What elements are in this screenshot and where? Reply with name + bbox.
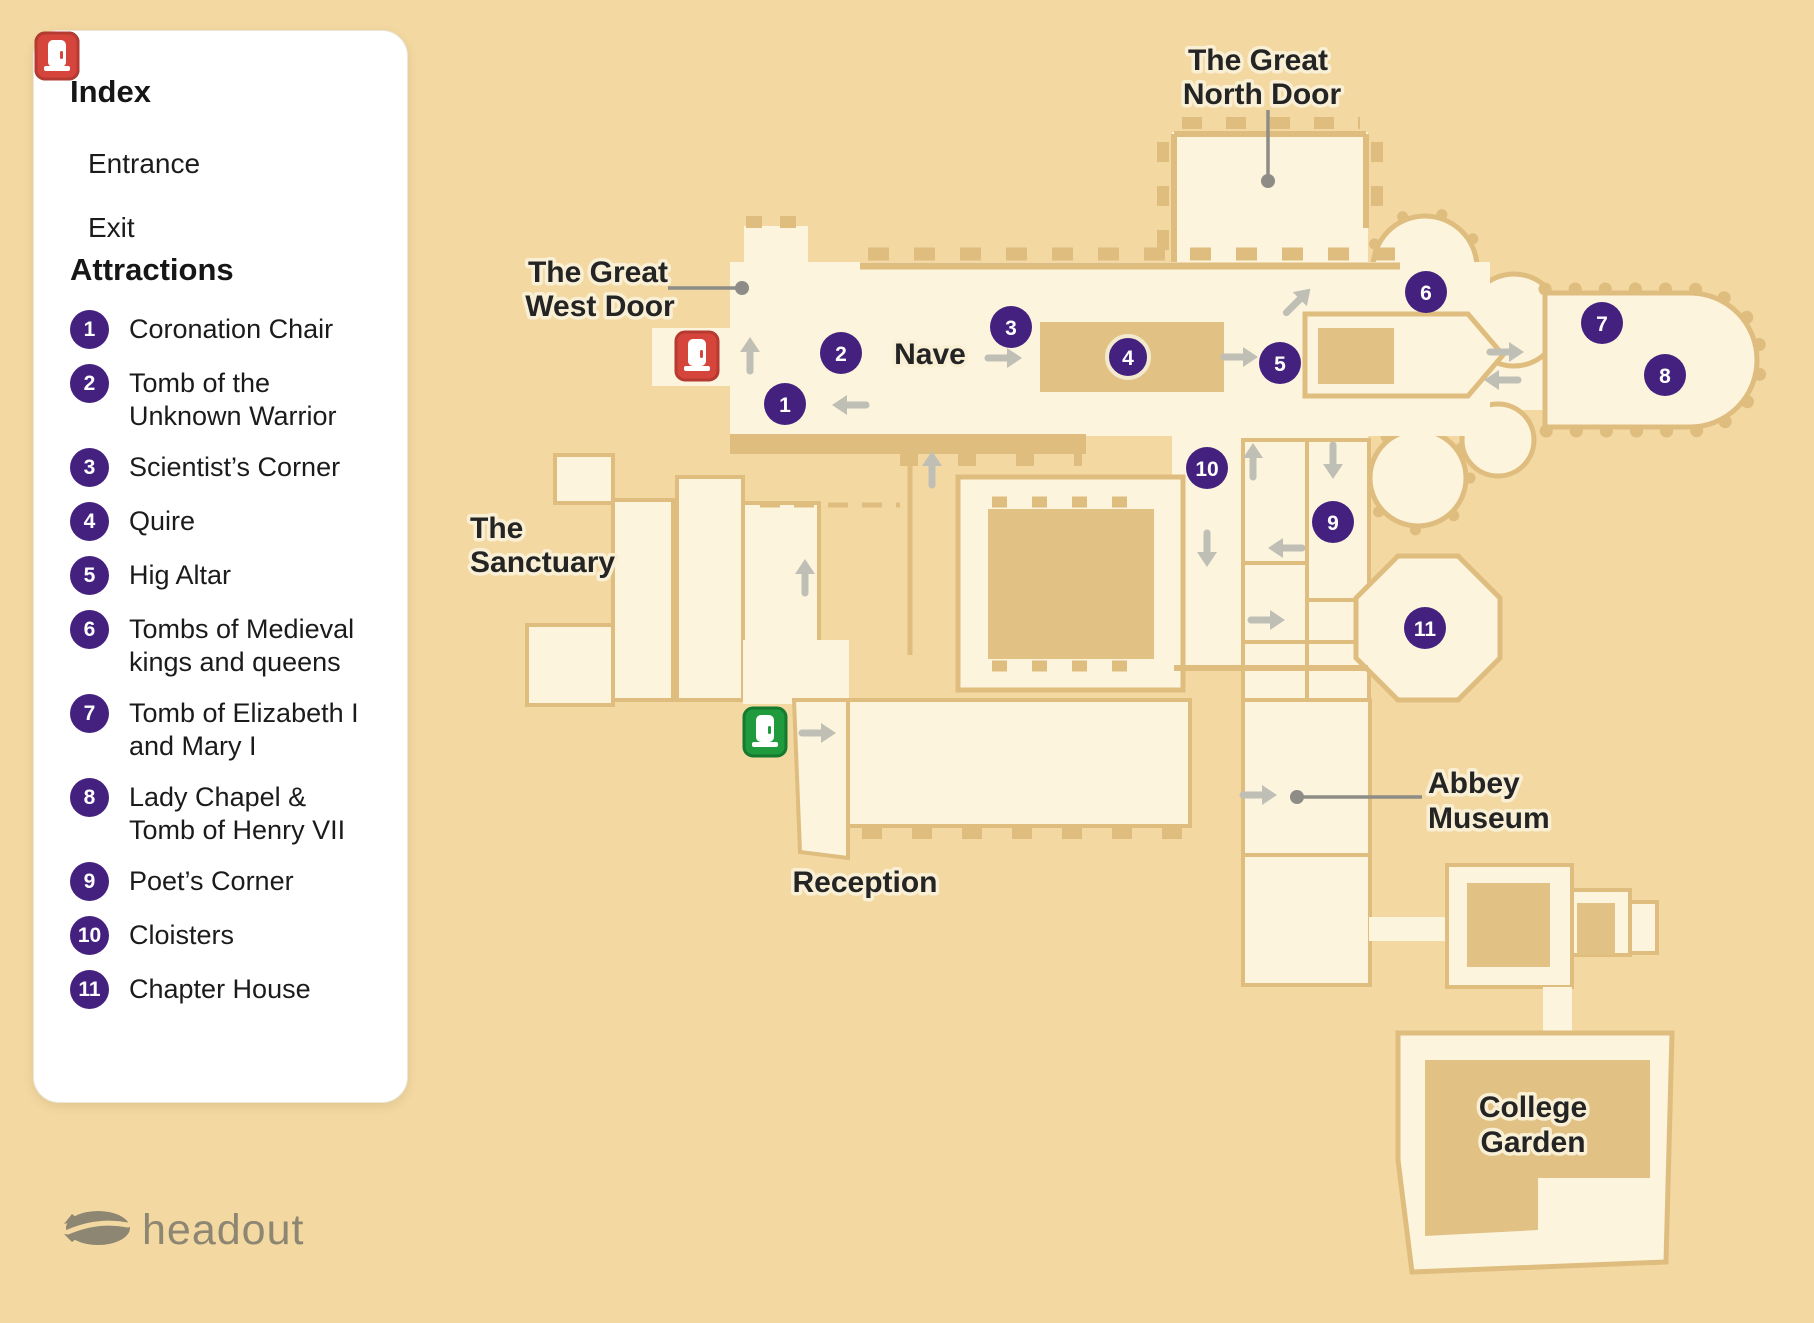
abbey-museum-label: Abbey: [1428, 767, 1520, 800]
map-marker-1: 1: [764, 383, 806, 425]
headout-logo: headout: [64, 1206, 304, 1254]
svg-text:West Door: West Door: [525, 290, 675, 323]
map-marker-6: 6: [1405, 271, 1447, 313]
attraction-item: 11 Chapter House: [70, 970, 371, 1009]
attraction-label: Tomb of Elizabeth I and Mary I: [129, 698, 359, 761]
map-marker-11: 11: [1404, 607, 1446, 649]
svg-text:9: 9: [1327, 512, 1339, 535]
map-marker-4: 4: [1105, 334, 1151, 380]
map-marker-8: 8: [1644, 354, 1686, 396]
attraction-item: 9 Poet’s Corner: [70, 862, 371, 901]
svg-text:headout: headout: [142, 1206, 304, 1254]
map-marker-7: 7: [1581, 302, 1623, 344]
svg-text:5: 5: [1274, 353, 1286, 376]
svg-text:Garden: Garden: [1480, 1126, 1585, 1159]
attraction-label: Cloisters: [129, 920, 235, 950]
leader-lines: [668, 110, 1422, 804]
attraction-label: Tomb of the Unknown Warrior: [129, 368, 337, 431]
attraction-label: Poet’s Corner: [129, 866, 294, 896]
map-markers: 1 2 3 4 5 6 7 8 9 10 11: [764, 271, 1686, 649]
attraction-item: 1 Coronation Chair: [70, 310, 371, 349]
entrance-label: Entrance: [88, 148, 201, 179]
attraction-item: 7 Tomb of Elizabeth I and Mary I: [70, 694, 371, 763]
north-door-label: The Great: [1188, 44, 1328, 77]
svg-text:2: 2: [835, 343, 847, 366]
attractions-list: 1 Coronation Chair 2 Tomb of the Unknown…: [70, 310, 371, 1009]
attraction-item: 5 Hig Altar: [70, 556, 371, 595]
nave-label: Nave: [894, 338, 966, 371]
reception-label: Reception: [792, 866, 937, 899]
entrance-door-icon: [742, 706, 788, 758]
map-marker-9: 9: [1312, 501, 1354, 543]
exit-label: Exit: [88, 212, 135, 243]
altar-block: [1318, 328, 1394, 384]
walls: [746, 117, 1400, 857]
svg-text:3: 3: [1005, 317, 1017, 340]
attraction-number-badge: 6: [70, 610, 109, 649]
map-marker-5: 5: [1259, 342, 1301, 384]
abbey-museum-area: [1241, 698, 1372, 987]
exit-door-icon: [674, 330, 720, 382]
attraction-number-badge: 1: [70, 310, 109, 349]
south-range: [846, 698, 1192, 828]
svg-text:11: 11: [1414, 618, 1437, 641]
svg-text:7: 7: [1596, 313, 1608, 336]
sanctuary-rooms: [525, 453, 849, 707]
attraction-item: 10 Cloisters: [70, 916, 371, 955]
map-marker-2: 2: [820, 332, 862, 374]
svg-text:10: 10: [1195, 458, 1218, 481]
college-garden-label: College: [1479, 1091, 1587, 1124]
svg-text:North Door: North Door: [1183, 78, 1342, 111]
attraction-label: Lady Chapel & Tomb of Henry VII: [129, 782, 346, 845]
legend-entrance: Entrance: [34, 31, 371, 189]
svg-text:8: 8: [1659, 365, 1671, 388]
legend-exit: Exit: [34, 31, 371, 253]
attraction-number-badge: 9: [70, 862, 109, 901]
map-labels: The Great North Door The Great West Door…: [467, 41, 1591, 1163]
attraction-number-badge: 10: [70, 916, 109, 955]
svg-text:Sanctuary: Sanctuary: [470, 546, 615, 579]
svg-text:Museum: Museum: [1428, 802, 1550, 835]
attraction-number-badge: 7: [70, 694, 109, 733]
svg-text:1: 1: [779, 394, 791, 417]
index-panel: Index Entrance: [33, 30, 408, 1103]
college-garden-lawn: [1425, 1060, 1650, 1236]
attractions-title: Attractions: [70, 252, 234, 287]
attraction-label: Scientist’s Corner: [129, 452, 341, 482]
attraction-label: Quire: [129, 506, 196, 536]
attraction-item: 6 Tombs of Medieval kings and queens: [70, 610, 371, 679]
attraction-number-badge: 8: [70, 778, 109, 817]
attraction-label: Hig Altar: [129, 560, 232, 590]
attraction-item: 2 Tomb of the Unknown Warrior: [70, 364, 371, 433]
attraction-number-badge: 2: [70, 364, 109, 403]
attraction-label: Tombs of Medieval kings and queens: [129, 614, 355, 677]
west-door-label: The Great: [528, 256, 668, 289]
attraction-number-badge: 11: [70, 970, 109, 1009]
attraction-label: Chapter House: [129, 974, 311, 1004]
attraction-number-badge: 5: [70, 556, 109, 595]
map-marker-10: 10: [1186, 447, 1228, 489]
reception-area: [791, 698, 850, 861]
svg-text:4: 4: [1122, 347, 1134, 370]
map-marker-3: 3: [990, 306, 1032, 348]
legend: Entrance Exit: [34, 31, 371, 253]
sanctuary-label: The: [470, 512, 523, 545]
headout-blimp-icon: [64, 1211, 131, 1245]
attraction-number-badge: 4: [70, 502, 109, 541]
cloister-garth: [988, 509, 1154, 659]
attraction-label: Coronation Chair: [129, 314, 334, 344]
index-title: Index: [70, 74, 151, 109]
attraction-item: 4 Quire: [70, 502, 371, 541]
attraction-item: 8 Lady Chapel & Tomb of Henry VII: [70, 778, 371, 847]
attraction-number-badge: 3: [70, 448, 109, 487]
svg-text:6: 6: [1420, 282, 1432, 305]
attraction-item: 3 Scientist’s Corner: [70, 448, 371, 487]
